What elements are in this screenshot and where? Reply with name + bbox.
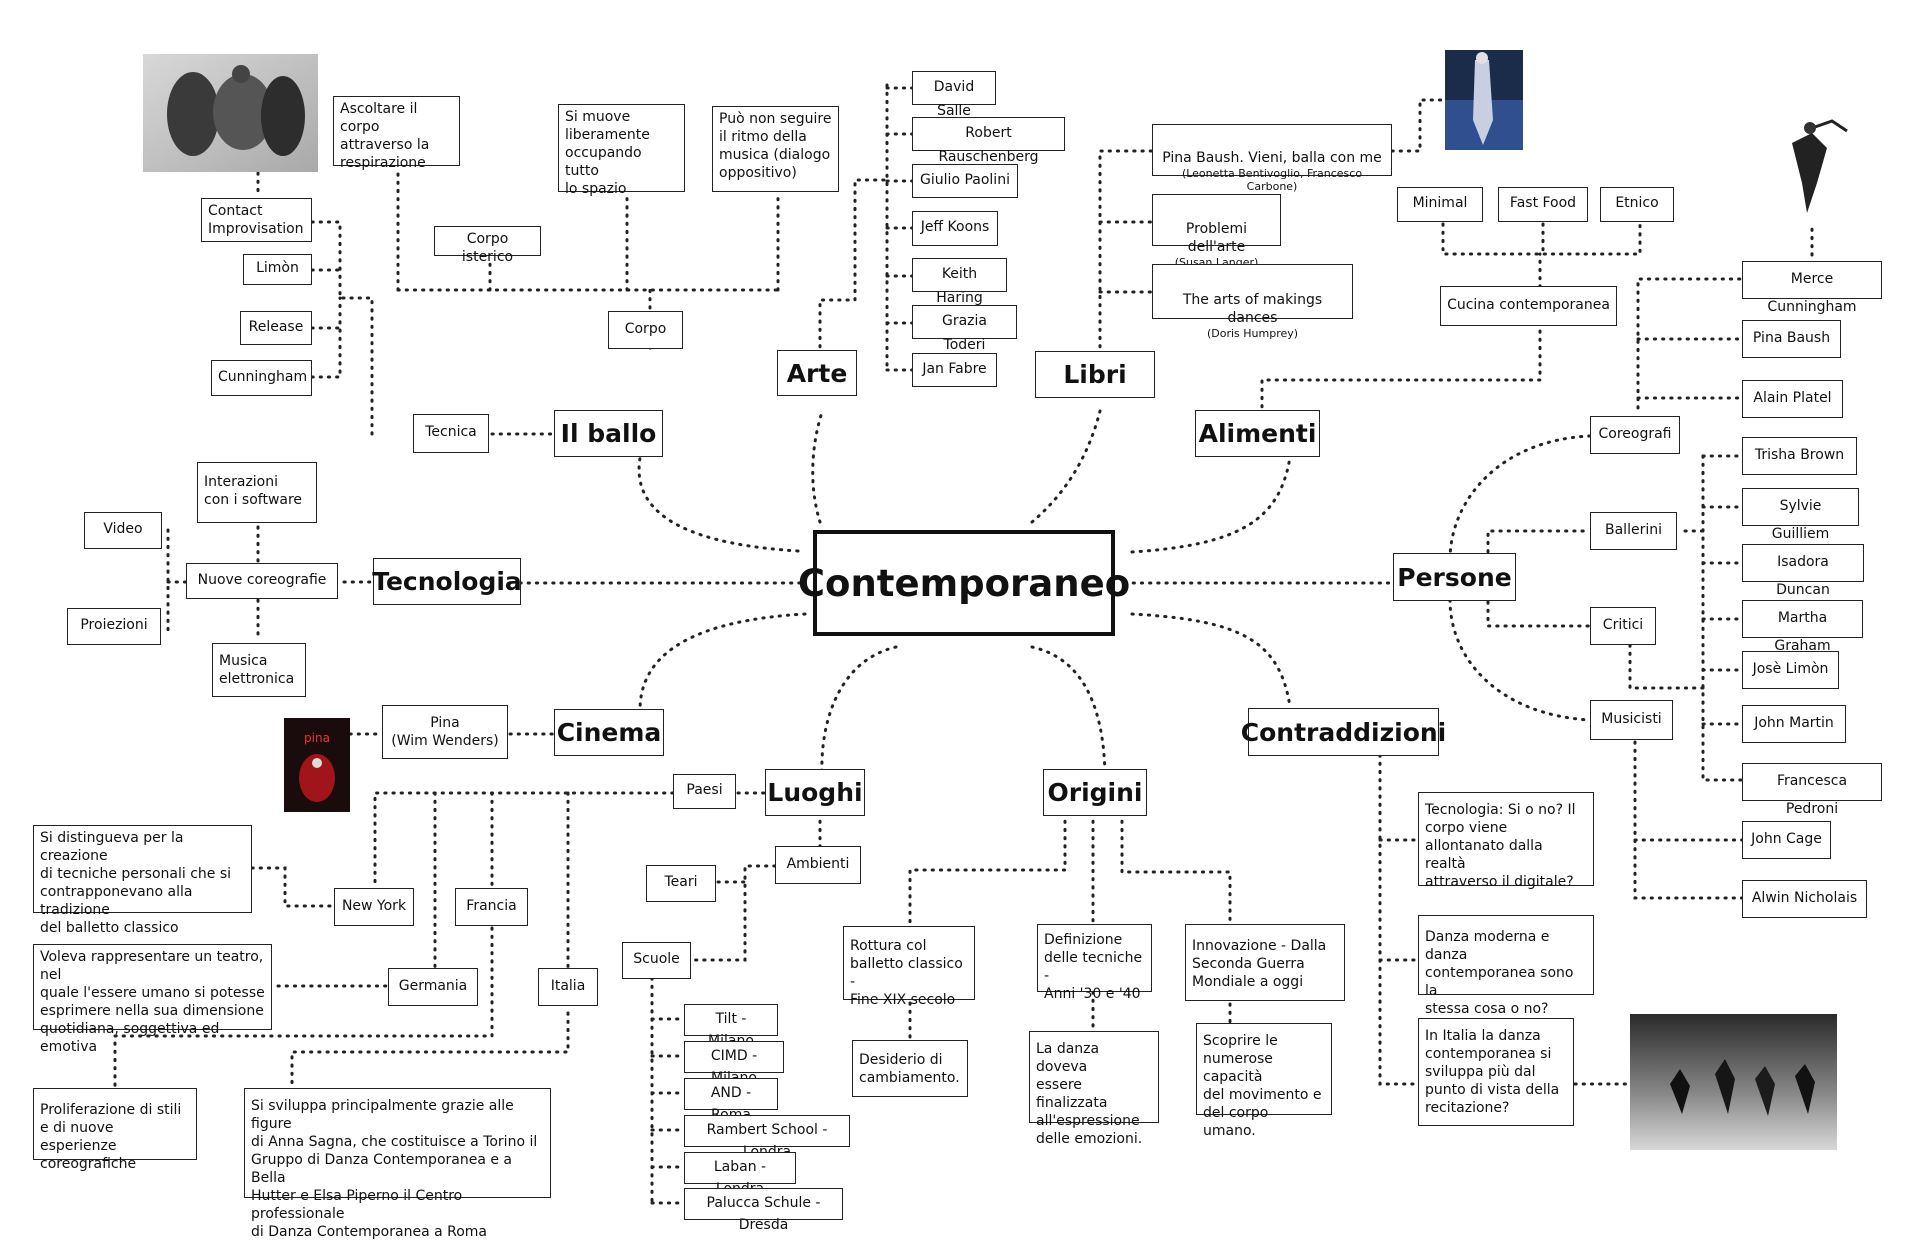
- node-germania-text[interactable]: Voleva rappresentare un teatro, nel qual…: [33, 944, 272, 1055]
- node-critici[interactable]: Critici: [1590, 607, 1656, 645]
- stage-dancers-photo: [1630, 1014, 1837, 1150]
- book-title: Problemi dell'arte: [1185, 221, 1248, 255]
- node-francia-text[interactable]: Proliferazione di stili e di nuove esper…: [33, 1088, 197, 1172]
- ballerino-item[interactable]: John Martin: [1742, 705, 1846, 743]
- artist-item[interactable]: David Salle: [912, 71, 996, 119]
- node-fast-food[interactable]: Fast Food: [1498, 187, 1588, 222]
- topic-luoghi[interactable]: Luoghi: [765, 769, 865, 816]
- ballerino-item[interactable]: Martha Graham: [1742, 600, 1863, 654]
- book-author: (Doris Humprey): [1206, 327, 1299, 340]
- node-interazioni-software[interactable]: Interazioni con i software: [197, 462, 317, 523]
- node-pina-wim-wenders[interactable]: Pina (Wim Wenders): [382, 705, 508, 759]
- topic-persone[interactable]: Persone: [1393, 553, 1516, 601]
- node-italia[interactable]: Italia: [538, 968, 598, 1006]
- dancers-photo: [143, 54, 318, 172]
- node-rottura-balletto[interactable]: Rottura col balletto classico - Fine XIX…: [843, 926, 975, 1008]
- node-italia-text[interactable]: Si sviluppa principalmente grazie alle f…: [244, 1088, 551, 1240]
- artist-item[interactable]: Giulio Paolini: [912, 164, 1018, 198]
- scuola-item[interactable]: AND - Roma: [684, 1078, 778, 1123]
- node-germania[interactable]: Germania: [388, 968, 478, 1006]
- node-ballerini[interactable]: Ballerini: [1590, 512, 1677, 550]
- topic-contraddizioni[interactable]: Contraddizioni: [1241, 708, 1446, 756]
- ballerino-item[interactable]: Trisha Brown: [1742, 437, 1857, 475]
- node-desiderio-cambiamento[interactable]: Desiderio di cambiamento.: [852, 1040, 968, 1097]
- node-new-york[interactable]: New York: [334, 888, 414, 926]
- svg-text:pina: pina: [304, 731, 330, 745]
- topic-il-ballo[interactable]: Il ballo: [554, 410, 663, 457]
- node-italia-question[interactable]: In Italia la danza contemporanea si svil…: [1418, 1018, 1574, 1126]
- node-francia[interactable]: Francia: [455, 888, 528, 926]
- artist-item[interactable]: Robert Rauschenberg: [912, 117, 1065, 165]
- node-coreografi[interactable]: Coreografi: [1590, 416, 1680, 454]
- node-corpo[interactable]: Corpo: [608, 311, 683, 349]
- ballerino-item[interactable]: Francesca Pedroni: [1742, 763, 1882, 817]
- node-video[interactable]: Video: [84, 512, 162, 549]
- topic-cinema[interactable]: Cinema: [554, 709, 664, 756]
- coreografo-item[interactable]: Pina Baush: [1742, 320, 1841, 358]
- node-proiezioni[interactable]: Proiezioni: [67, 608, 161, 645]
- scuola-item[interactable]: Palucca Schule - Dresda: [684, 1188, 843, 1233]
- artist-item[interactable]: Jan Fabre: [912, 353, 997, 387]
- node-musica-elettronica[interactable]: Musica elettronica: [212, 643, 306, 697]
- scuola-item[interactable]: Rambert School - Londra: [684, 1115, 850, 1160]
- node-musicisti[interactable]: Musicisti: [1590, 700, 1673, 740]
- topic-origini[interactable]: Origini: [1043, 769, 1147, 816]
- ballerino-item[interactable]: Sylvie Guilliem: [1742, 488, 1859, 542]
- book-pina-baush[interactable]: Pina Baush. Vieni, balla con me (Leonett…: [1152, 124, 1392, 193]
- node-scoprire-capacita[interactable]: Scoprire le numerose capacità del movime…: [1196, 1023, 1332, 1139]
- book-title: Pina Baush. Vieni, balla con me: [1162, 150, 1382, 166]
- scuola-item[interactable]: Tilt - Milano: [684, 1004, 778, 1049]
- node-contact-improvisation[interactable]: Contact Improvisation: [201, 198, 312, 242]
- node-puo-non-seguire[interactable]: Può non seguire il ritmo della musica (d…: [712, 106, 839, 192]
- node-limon[interactable]: Limòn: [243, 254, 312, 285]
- node-etnico[interactable]: Etnico: [1600, 187, 1674, 222]
- node-release[interactable]: Release: [240, 311, 312, 345]
- node-new-york-text[interactable]: Si distingueva per la creazione di tecni…: [33, 825, 252, 936]
- coreografo-item[interactable]: Alain Platel: [1742, 380, 1843, 418]
- node-innovazione[interactable]: Innovazione - Dalla Seconda Guerra Mondi…: [1185, 924, 1345, 1001]
- central-topic[interactable]: Contemporaneo: [798, 530, 1130, 636]
- node-nuove-coreografie[interactable]: Nuove coreografie: [186, 563, 338, 599]
- scuola-item[interactable]: CIMD - Milano: [684, 1041, 784, 1086]
- node-tecnologia-question[interactable]: Tecnologia: Si o no? Il corpo viene allo…: [1418, 792, 1594, 890]
- scuola-item[interactable]: Laban - Londra: [684, 1152, 796, 1197]
- node-paesi[interactable]: Paesi: [673, 774, 736, 809]
- musicista-item[interactable]: John Cage: [1742, 821, 1831, 859]
- pina-book-cover: [1445, 50, 1523, 150]
- node-teari[interactable]: Teari: [646, 865, 716, 902]
- artist-item[interactable]: Grazia Toderi: [912, 305, 1017, 353]
- node-corpo-isterico[interactable]: Corpo isterico: [434, 226, 541, 265]
- node-ascoltare-corpo[interactable]: Ascoltare il corpo attraverso la respira…: [333, 96, 460, 171]
- node-danza-moderna-question[interactable]: Danza moderna e danza contemporanea sono…: [1418, 915, 1594, 1017]
- dancing-couple-photo: [1772, 103, 1852, 223]
- book-problemi-arte[interactable]: Problemi dell'arte (Susan Langer): [1152, 194, 1281, 269]
- node-ambienti[interactable]: Ambienti: [775, 846, 861, 884]
- topic-libri[interactable]: Libri: [1035, 351, 1155, 398]
- node-tecnica[interactable]: Tecnica: [413, 414, 489, 453]
- ballerino-item[interactable]: Isadora Duncan: [1742, 544, 1864, 598]
- artist-item[interactable]: Jeff Koons: [912, 211, 998, 246]
- book-arts-making-dances[interactable]: The arts of makings dances (Doris Humpre…: [1152, 264, 1353, 340]
- node-cunningham[interactable]: Cunningham: [211, 360, 312, 396]
- artist-item[interactable]: Keith Haring: [912, 258, 1007, 306]
- topic-tecnologia[interactable]: Tecnologia: [372, 558, 522, 605]
- node-minimal[interactable]: Minimal: [1397, 187, 1483, 222]
- topic-alimenti[interactable]: Alimenti: [1195, 410, 1320, 457]
- node-scuole[interactable]: Scuole: [622, 942, 691, 979]
- pina-movie-poster: pina: [284, 718, 350, 812]
- topic-arte[interactable]: Arte: [777, 350, 857, 396]
- musicista-item[interactable]: Alwin Nicholais: [1742, 880, 1867, 918]
- coreografo-item[interactable]: Merce Cunningham: [1742, 261, 1882, 315]
- ballerino-item[interactable]: Josè Limòn: [1742, 651, 1839, 689]
- book-author: (Leonetta Bentivoglio, Francesco Carbone…: [1181, 167, 1363, 193]
- node-si-muove[interactable]: Si muove liberamente occupando tutto lo …: [558, 104, 685, 197]
- book-title: The arts of makings dances: [1182, 292, 1323, 326]
- node-danza-emozioni[interactable]: La danza doveva essere finalizzata all'e…: [1029, 1031, 1159, 1147]
- node-cucina-contemporanea[interactable]: Cucina contemporanea: [1440, 286, 1617, 326]
- node-definizione-tecniche[interactable]: Definizione delle tecniche - Anni '30 e …: [1037, 924, 1152, 1002]
